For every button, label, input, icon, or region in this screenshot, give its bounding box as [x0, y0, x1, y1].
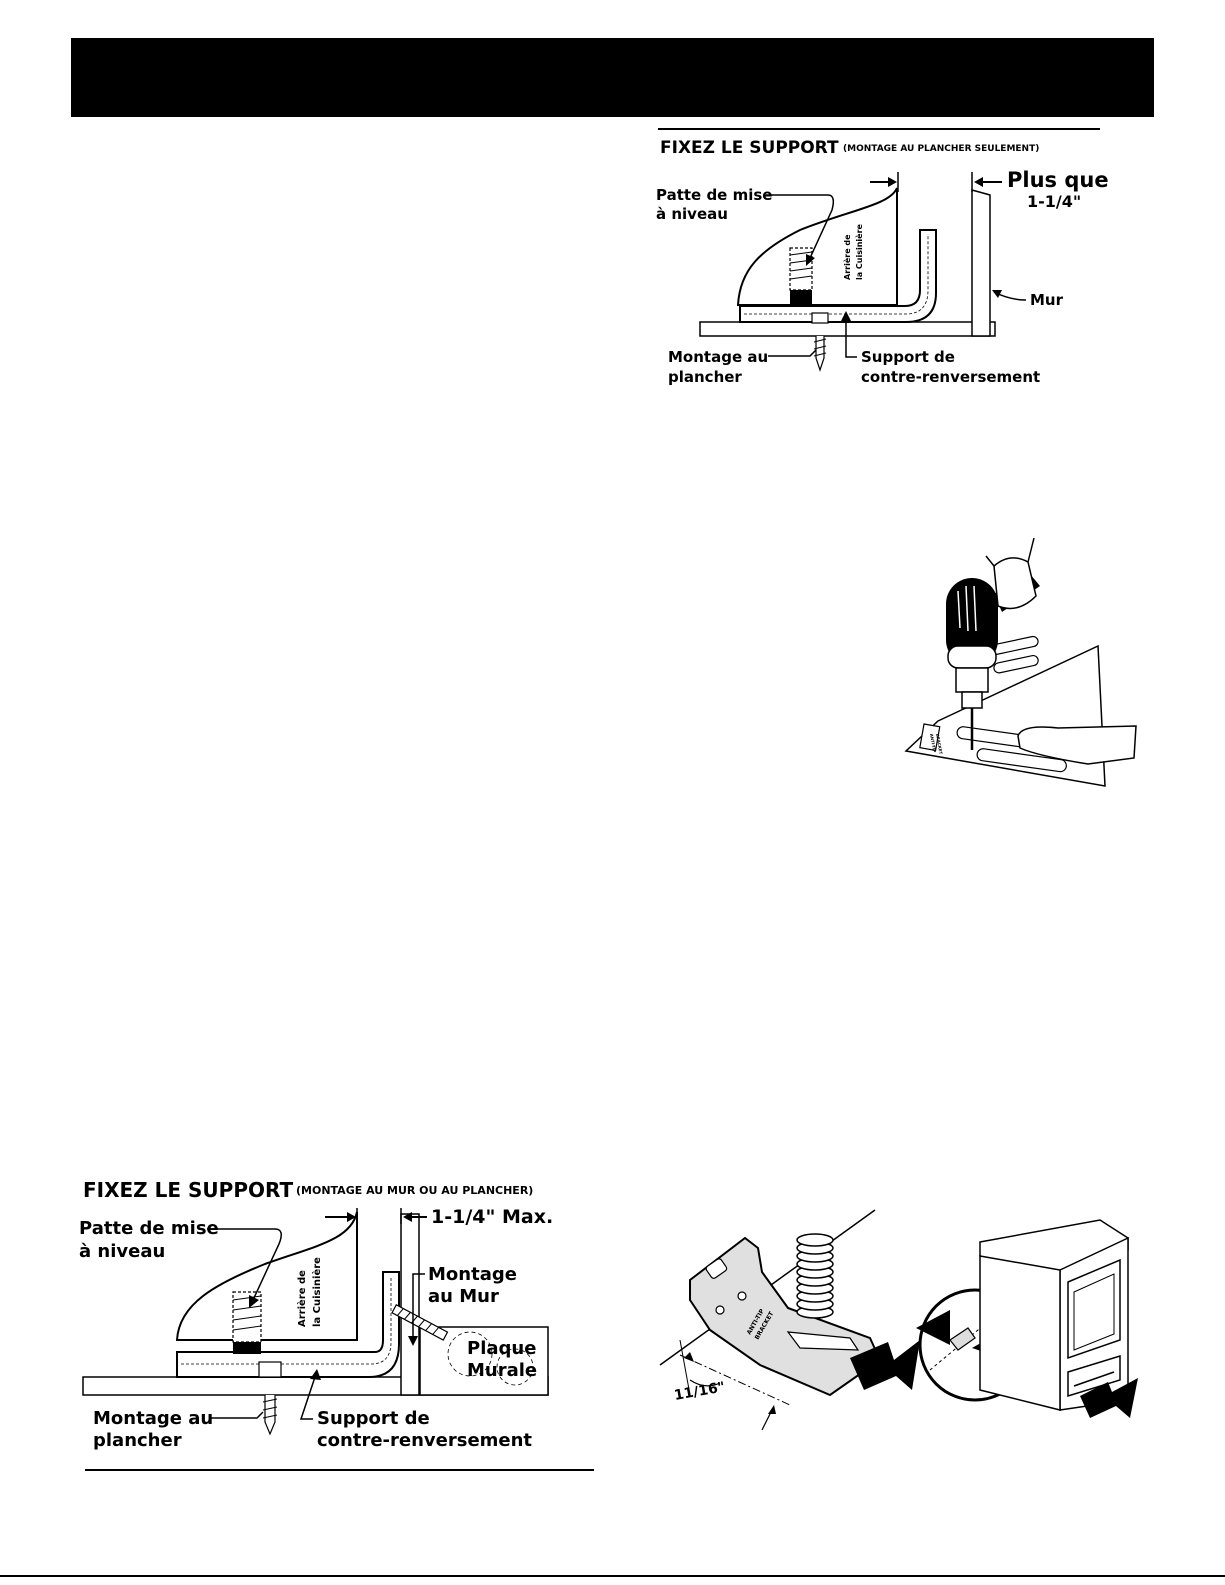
fig-floor-more-than-1: Plus que [1007, 168, 1109, 192]
fig-floor-title-note: (MONTAGE AU PLANCHER SEULEMENT) [843, 144, 1039, 154]
fig-wall-plate-2: Murale [467, 1360, 537, 1381]
slide-distance: 11/16" [673, 1379, 726, 1404]
fig-floor-leveling-leg-1: Patte de mise [656, 186, 772, 204]
fig-floor-range-back-2: la Cuisinière [854, 223, 864, 280]
fig-floor-leveling-leg-2: à niveau [656, 205, 728, 223]
page-bottom-rule [0, 1575, 1225, 1577]
fig-wall-floor-mount-2: plancher [93, 1430, 182, 1451]
figure-drill-holes: ANTI-TIP BRACKET [898, 536, 1143, 791]
figure-wall-floor-mount: FIXEZ LE SUPPORT (MONTAGE AU MUR OU AU P… [75, 1172, 595, 1462]
fig-floor-bracket-1: Support de [861, 348, 955, 366]
fig-wall-max-gap: 1-1/4" Max. [431, 1206, 553, 1228]
drill-bracket-text-2: BRACKET [935, 733, 944, 755]
fig-wall-bottom-rule [85, 1469, 594, 1471]
fig-wall-bracket-1: Support de [317, 1408, 430, 1429]
figure-floor-mount: FIXEZ LE SUPPORT (MONTAGE AU PLANCHER SE… [650, 130, 1120, 400]
fig-wall-wall-mount-1: Montage [428, 1264, 517, 1285]
fig-wall-plate-1: Plaque [467, 1338, 536, 1359]
fig-floor-top-rule [658, 128, 1100, 130]
fig-wall-range-back-1: Arrière de [296, 1270, 308, 1327]
fig-floor-more-than-2: 1-1/4" [1027, 192, 1081, 211]
drill-bracket-text-1: ANTI-TIP [929, 733, 937, 753]
figure-slide-range: 11/16" ANTI-TIP BRACKET [650, 1200, 1150, 1450]
fig-wall-floor-mount-1: Montage au [93, 1408, 213, 1429]
fig-wall-bracket-2: contre-renversement [317, 1430, 532, 1451]
fig-floor-title: FIXEZ LE SUPPORT [660, 138, 839, 158]
fig-wall-leveling-leg-2: à niveau [79, 1241, 165, 1262]
fig-wall-range-back-2: la Cuisinière [311, 1257, 323, 1327]
page-header-bar [71, 38, 1154, 117]
fig-floor-floor-mount-1: Montage au [668, 348, 768, 366]
fig-wall-leveling-leg-1: Patte de mise [79, 1218, 219, 1239]
fig-floor-bracket-2: contre-renversement [861, 368, 1040, 386]
fig-floor-wall: Mur [1030, 291, 1064, 309]
fig-floor-range-back-1: Arrière de [842, 234, 852, 280]
fig-wall-title: FIXEZ LE SUPPORT [83, 1178, 293, 1202]
fig-floor-floor-mount-2: plancher [668, 368, 742, 386]
fig-wall-title-note: (MONTAGE AU MUR OU AU PLANCHER) [296, 1184, 533, 1197]
fig-wall-wall-mount-2: au Mur [428, 1286, 499, 1307]
